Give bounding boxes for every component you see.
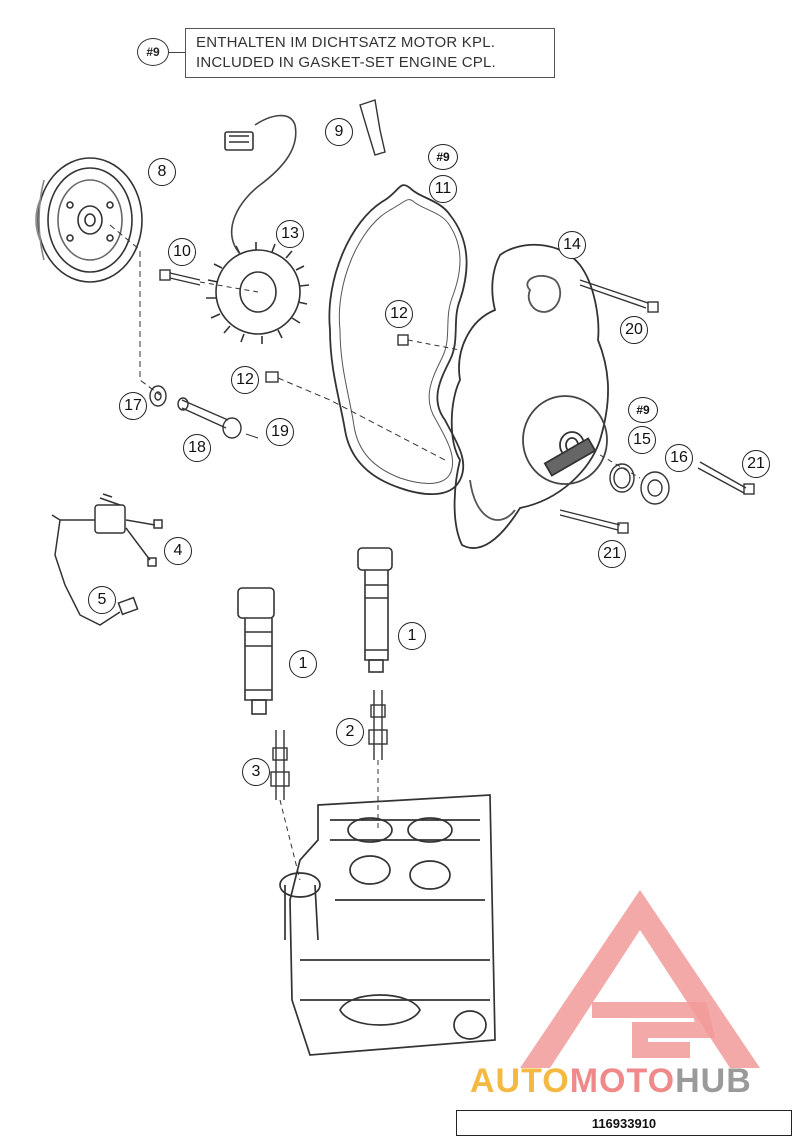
callout-16: 16 <box>665 444 693 472</box>
callout-20: 20 <box>620 316 648 344</box>
watermark-auto: AUTO <box>470 1062 570 1100</box>
callout-1-left: 1 <box>289 650 317 678</box>
callout-13: 13 <box>276 220 304 248</box>
flywheel-leader-line <box>109 224 161 396</box>
callout-19: 19 <box>266 418 294 446</box>
callout-9: 9 <box>325 118 353 146</box>
sensor-with-cable <box>51 493 163 626</box>
callout-21-right: 21 <box>742 450 770 478</box>
callout-2: 2 <box>336 718 364 746</box>
legend-line-german: ENTHALTEN IM DICHTSATZ MOTOR KPL. <box>196 34 496 51</box>
spark-plugs <box>270 690 388 881</box>
watermark-brand: AUTOMOTOHUB <box>470 1062 752 1101</box>
cover-gasket <box>328 184 468 496</box>
part-number-box: 116933910 <box>456 1110 792 1136</box>
stator-coil <box>206 114 310 344</box>
flywheel-rotor <box>35 157 143 283</box>
callout-12-lower: 12 <box>231 366 259 394</box>
bolt-10 <box>159 269 259 293</box>
callout-hash9-cover: #9 <box>628 397 658 423</box>
callout-3: 3 <box>242 758 270 786</box>
cover-bolts <box>559 279 755 534</box>
callout-18: 18 <box>183 434 211 462</box>
callout-15: 15 <box>628 426 656 454</box>
callout-8: 8 <box>148 158 176 186</box>
legend-connector <box>169 52 185 53</box>
ignition-coil-right <box>357 547 393 673</box>
callout-12-upper: 12 <box>385 300 413 328</box>
gasket-inner-line <box>338 199 461 484</box>
watermark-hub: HUB <box>675 1062 752 1100</box>
callout-5: 5 <box>88 586 116 614</box>
callout-1-right: 1 <box>398 622 426 650</box>
callout-11: 11 <box>429 175 457 203</box>
callout-17: 17 <box>119 392 147 420</box>
watermark-moto: MOTO <box>569 1062 676 1100</box>
cylinder-head <box>279 794 496 1056</box>
ignition-coil-left <box>237 587 275 715</box>
automotohub-logo <box>520 890 760 1068</box>
callout-21-lower: 21 <box>598 540 626 568</box>
callout-4: 4 <box>164 537 192 565</box>
washer-and-shaft-parts <box>149 385 259 439</box>
callout-hash9-gasket: #9 <box>428 144 458 170</box>
ignition-cover <box>450 243 609 549</box>
callout-14: 14 <box>558 231 586 259</box>
legend-line-english: INCLUDED IN GASKET-SET ENGINE CPL. <box>196 54 496 71</box>
clip-bracket <box>359 99 386 156</box>
legend-marker: #9 <box>137 38 169 66</box>
screw-12-parts <box>265 334 461 461</box>
legend-box: ENTHALTEN IM DICHTSATZ MOTOR KPL. INCLUD… <box>185 28 555 78</box>
callout-10: 10 <box>168 238 196 266</box>
